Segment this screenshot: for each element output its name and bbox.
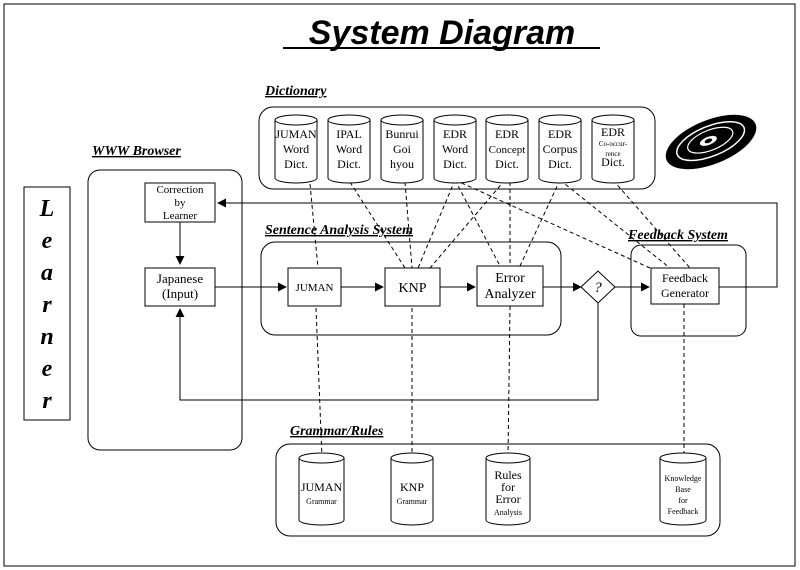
dictionary-text-line: IPAL [336,127,362,141]
grammar-cylinder: JUMAN Grammar [298,452,345,526]
correction-by-learner-box [144,182,216,223]
grammar-rules-label: Grammar/Rules [290,424,384,439]
error-analyzer-text-line: Error [495,271,525,286]
feedback-generator-text-line: Feedback [662,271,708,285]
dictionary-text-line: Word [336,142,362,156]
www-browser-group [87,169,243,451]
error-analyzer-text-line: Analyzer [484,287,536,302]
grammar-text-line: Knowledge [665,474,702,483]
dictionary-text-line: rence [605,150,620,158]
japanese-input-text-line: (Input) [162,286,198,301]
juman-box [287,267,342,307]
grammar-text-line: Rules [494,468,522,482]
dictionary-text-line: Co-occur- [599,140,628,148]
grammar-text-line: Feedback [668,507,699,516]
cd-rom-icon [665,114,757,170]
grammar-text-line: for [501,480,515,494]
dictionary-text-line: Dict. [601,155,625,169]
grammar-text-line: KNP [400,480,424,494]
grammar-text-line: for [678,496,688,505]
dictionary-cylinders: JUMANWordDict.IPALWordDict.BunruiGoihyou… [274,114,635,184]
grammar-text-line: Base [675,485,691,494]
knp-box [384,267,441,307]
flow-lines [175,198,778,401]
grammar-cylinders: JUMANGrammarKNPGrammarRulesforErrorAnaly… [298,452,707,526]
dictionary-text-line: EDR [443,127,467,141]
dictionary-text-line: Dict. [284,157,308,171]
grammar-text-line: JUMAN [301,480,343,494]
japanese-input-text: Japanese(Input) [157,271,203,301]
grammar-text-line: Error [495,492,520,506]
dictionary-text-line: Word [442,142,468,156]
dictionary-text-line: Dict. [337,157,361,171]
dictionary-text-line: EDR [601,125,625,139]
learner-letter: r [42,292,52,318]
feedback-generator-text-line: Generator [661,286,709,300]
dictionary-text-line: Dict. [548,157,572,171]
decision-diamond [580,270,616,304]
learner-letter: L [39,196,55,222]
grammar-cylinder: KNP Grammar [390,452,434,526]
dictionary-text-line: hyou [390,157,414,171]
dictionary-text-line: Word [283,142,309,156]
dictionary-text-line: EDR [548,127,572,141]
learner-letter: e [42,356,53,382]
decision-label: ? [594,280,602,296]
dictionary-text-line: Dict. [443,157,467,171]
knp-text-line: KNP [398,281,426,296]
dictionary-text-line: Bunrui [385,127,419,141]
japanese-input-box [144,267,216,307]
grammar-text-line: Analysis [494,508,522,517]
knp-text: KNP [398,281,426,296]
dictionary-label: Dictionary [264,84,327,99]
correction-text-line: by [175,197,187,209]
dictionary-text-line: Concept [489,144,526,156]
dictionary-text-line: EDR [495,127,519,141]
sentence-analysis-label: Sentence Analysis System [265,223,413,238]
learner-letter: a [41,260,53,286]
learner-letter: e [42,228,53,254]
juman-text: JUMAN [296,282,334,294]
correction-text-line: Correction [156,184,204,196]
japanese-input-text-line: Japanese [157,271,203,286]
correction-text-line: Learner [163,210,198,222]
learner-letter: n [40,324,53,350]
feedback-system-label: Feedback System [627,228,728,243]
learner-box [23,186,71,421]
learner-letter: r [42,388,52,414]
learner-label: Learner [39,196,55,414]
outer-frame [3,3,796,567]
dictionary-text-line: JUMAN [275,127,317,141]
dictionary-text-line: Dict. [495,157,519,171]
error-analyzer-box [476,265,544,307]
grammar-text-line: Grammar [306,497,337,506]
dictionary-text-line: Corpus [543,142,578,156]
dashed-links [309,179,691,459]
feedback-generator-box [650,267,720,305]
www-browser-label: WWW Browser [92,144,181,159]
grammar-text-line: Grammar [397,497,428,506]
page-title: System Diagram [309,14,575,52]
dictionary-text-line: Goi [393,142,412,156]
juman-text-line: JUMAN [296,282,334,294]
